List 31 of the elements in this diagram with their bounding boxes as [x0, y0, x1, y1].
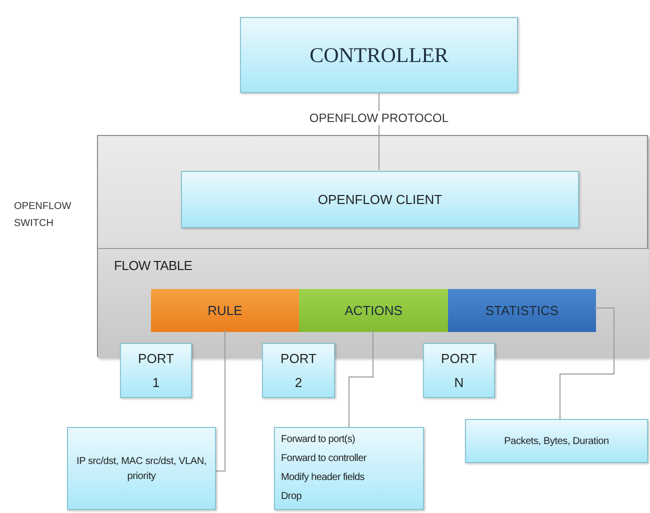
controller-box — [240, 17, 518, 93]
table-field-cell — [151, 289, 299, 332]
port-box — [120, 343, 192, 398]
list-item: Modify header fields — [281, 471, 366, 485]
port-box — [262, 343, 335, 398]
connector-line — [216, 330, 226, 472]
client-box — [181, 171, 579, 228]
connector-line — [560, 308, 614, 420]
edge-label: OPENFLOW PROTOCOL — [307, 111, 451, 125]
box-label: CONTROLLER — [310, 42, 448, 68]
box-label: Packets, Bytes, Duration — [503, 434, 610, 448]
table-field-cell — [299, 289, 448, 332]
section-heading: FLOW TABLE — [114, 258, 192, 273]
list-item: Forward to port(s) — [281, 433, 356, 447]
detail-box — [274, 427, 424, 510]
list-item: Drop — [281, 490, 302, 504]
box-label: RULE — [208, 303, 242, 318]
box-label: PORT N — [440, 350, 478, 392]
box-label: PORT 1 — [137, 350, 175, 392]
connector-line — [348, 330, 374, 428]
box-label: ACTIONS — [344, 303, 402, 318]
list-item: Forward to controller — [281, 452, 368, 466]
port-box — [423, 343, 495, 398]
box-label: PORT 2 — [280, 350, 318, 392]
box-label: IP src/dst, MAC src/dst, VLAN, priority — [76, 454, 208, 484]
section-heading: OPENFLOW SWITCH — [14, 200, 72, 231]
table-field-cell — [448, 289, 596, 332]
box-label: OPENFLOW CLIENT — [318, 192, 442, 207]
box-label: STATISTICS — [485, 303, 559, 318]
detail-box — [465, 419, 648, 463]
detail-box — [67, 427, 216, 510]
